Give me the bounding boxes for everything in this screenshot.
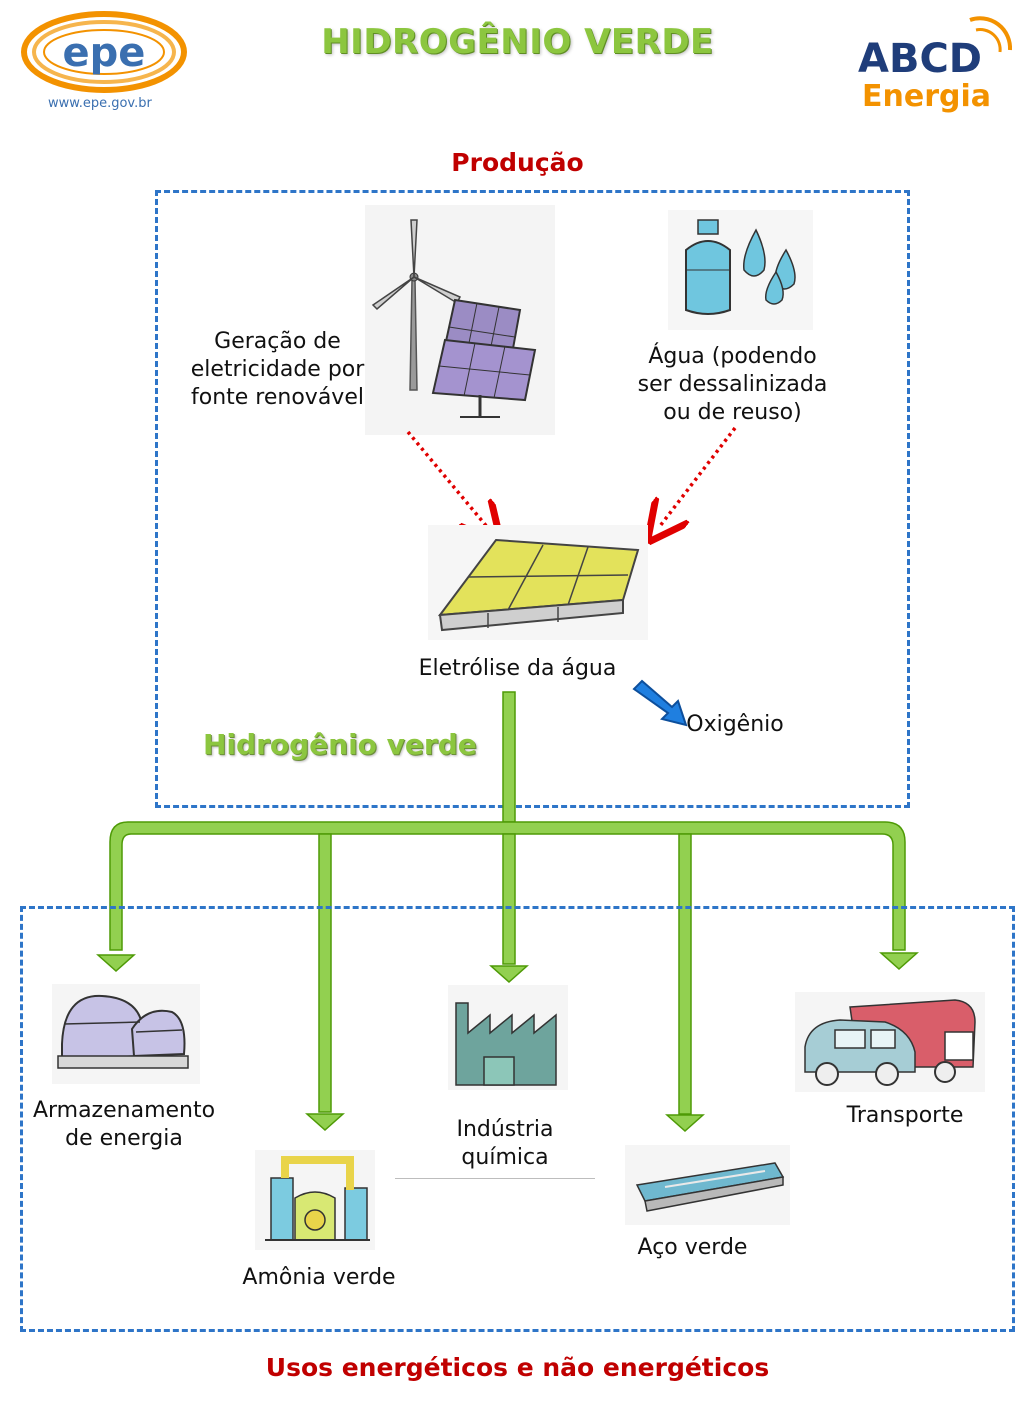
page-title: HIDROGÊNIO VERDE [321,22,714,62]
uses-box [20,906,1015,1332]
abcd-logo: ABCD Energia [852,10,1022,120]
ammonia-label: Amônia verde [242,1265,396,1290]
steel-label: Aço verde [637,1235,748,1260]
renewable-label-line-2: eletricidade por [190,357,365,382]
epe-url[interactable]: www.epe.gov.br [48,96,152,111]
renewable-label-line-3: fonte renovável [191,385,364,410]
epe-logo-text: epe [63,30,146,76]
chemical-industry-label: Indústria química [430,1116,580,1172]
storage-illustration [52,984,200,1084]
production-box [155,190,910,808]
arrowhead-steel [665,1114,705,1133]
water-illustration [668,210,813,330]
arrow-heads [96,952,919,1133]
oxygen-label: Oxigênio [686,712,784,737]
renewable-label-line-1: Geração de [214,329,341,354]
arrowhead-storage [96,954,136,973]
storage-label-line-1: Armazenamento [32,1098,216,1123]
epe-logo-graphic: epe [21,11,187,93]
steel-illustration [625,1145,790,1225]
abcd-logo-line2: Energia [862,79,991,114]
arrowhead-transport [879,952,919,971]
transport-label: Transporte [846,1103,964,1128]
water-label-line-3: ou de reuso) [663,400,802,425]
storage-label: Armazenamento de energia [28,1097,220,1153]
arrowhead-chemical [489,965,529,984]
transport-illustration [795,992,985,1092]
chemical-industry-divider [395,1178,595,1179]
green-hydrogen-label: Hidrogênio verde [203,728,477,761]
renewable-illustration [365,205,555,435]
electrolysis-label: Eletrólise da água [418,656,617,681]
chemical-industry-label-line-2: química [461,1145,549,1170]
water-label-line-1: Água (podendo [648,344,817,369]
chemical-industry-illustration [448,985,568,1090]
epe-logo: epe [18,8,198,118]
water-label: Água (podendo ser dessalinizada ou de re… [620,343,845,427]
uses-title: Usos energéticos e não energéticos [265,1353,770,1382]
ammonia-illustration [255,1150,375,1250]
electrolysis-illustration [428,525,648,640]
oxygen-arrow [632,679,688,727]
abcd-logo-graphic: ABCD Energia [858,16,1013,114]
abcd-logo-line1: ABCD [858,36,982,82]
chemical-industry-label-line-1: Indústria [456,1117,554,1142]
storage-label-line-2: de energia [65,1126,183,1151]
water-label-line-2: ser dessalinizada [637,372,828,397]
production-title: Produção [451,148,584,177]
renewable-label: Geração de eletricidade por fonte renová… [180,328,375,412]
arrowhead-ammonia [305,1113,345,1132]
